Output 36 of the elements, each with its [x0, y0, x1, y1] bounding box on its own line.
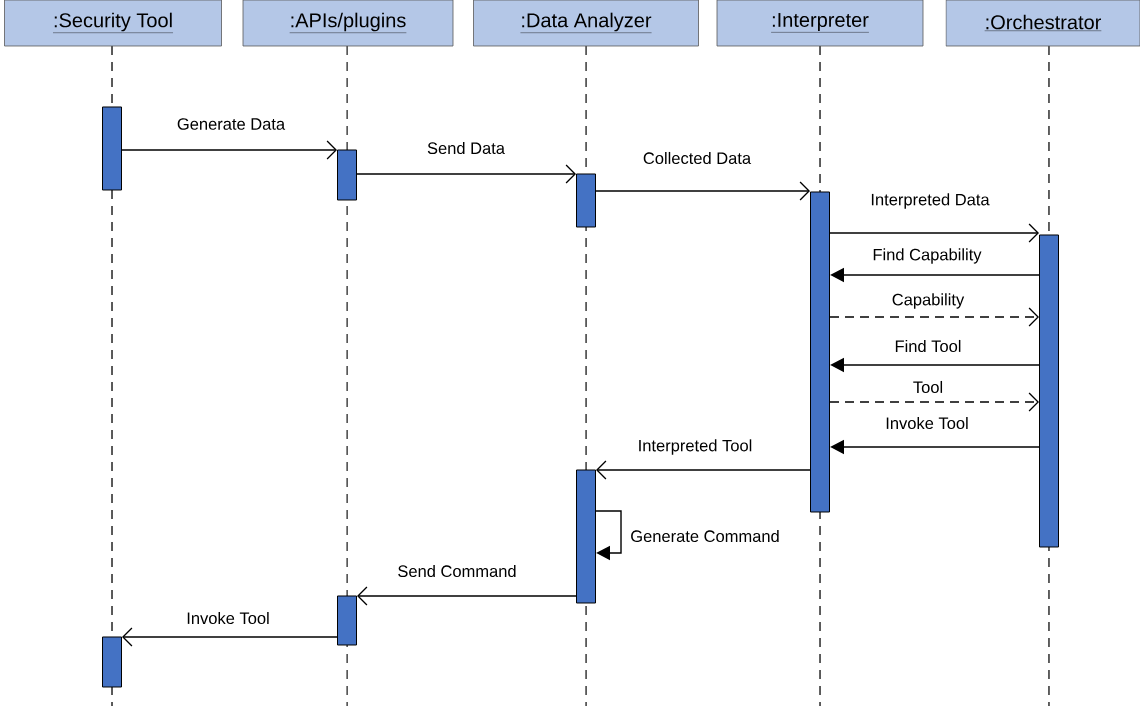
activation-bar [102, 106, 122, 191]
edge-label: Send Data [426, 140, 506, 156]
activation-bar [1039, 234, 1059, 548]
edge-label: Tool [911, 379, 945, 395]
edge-label: Interpreted Tool [636, 438, 754, 456]
message-arrow [829, 307, 1039, 327]
edge-label: Capability [890, 292, 966, 310]
edge-label: Interpreted Data [869, 192, 991, 210]
message-arrow [595, 181, 810, 201]
lifeline-header: :APIs/plugins [242, 0, 454, 47]
edge-label: Collected Data [641, 150, 753, 166]
edge-label: Find Capability [871, 247, 983, 265]
lifeline-header: :Interpreter [716, 0, 924, 47]
activation-bar [576, 469, 596, 604]
lifeline-header: :Orchestrator [945, 0, 1140, 47]
activation-bar [576, 173, 596, 228]
lifeline-header: :Data Analyzer [473, 0, 699, 47]
lifeline-header: :Security Tool [4, 0, 222, 47]
message-arrow [596, 460, 811, 480]
edge-label: Find Tool [893, 338, 963, 354]
message-arrow [829, 223, 1039, 243]
message-arrow [121, 140, 337, 160]
edge-label: Send Command [396, 563, 518, 579]
message-arrow [122, 627, 338, 647]
edge-label: Generate Command [629, 528, 781, 544]
activation-bar [337, 149, 357, 201]
message-arrow [356, 164, 576, 184]
activation-bar [102, 636, 122, 688]
edge-label: Generate Data [175, 117, 287, 131]
activation-bar [337, 595, 357, 646]
message-arrow [829, 392, 1039, 412]
activation-bar [810, 191, 830, 513]
edge-label: Invoke Tool [185, 610, 271, 626]
edge-label: Invoke Tool [884, 415, 970, 431]
message-arrow [595, 510, 622, 561]
message-arrow [357, 586, 577, 606]
